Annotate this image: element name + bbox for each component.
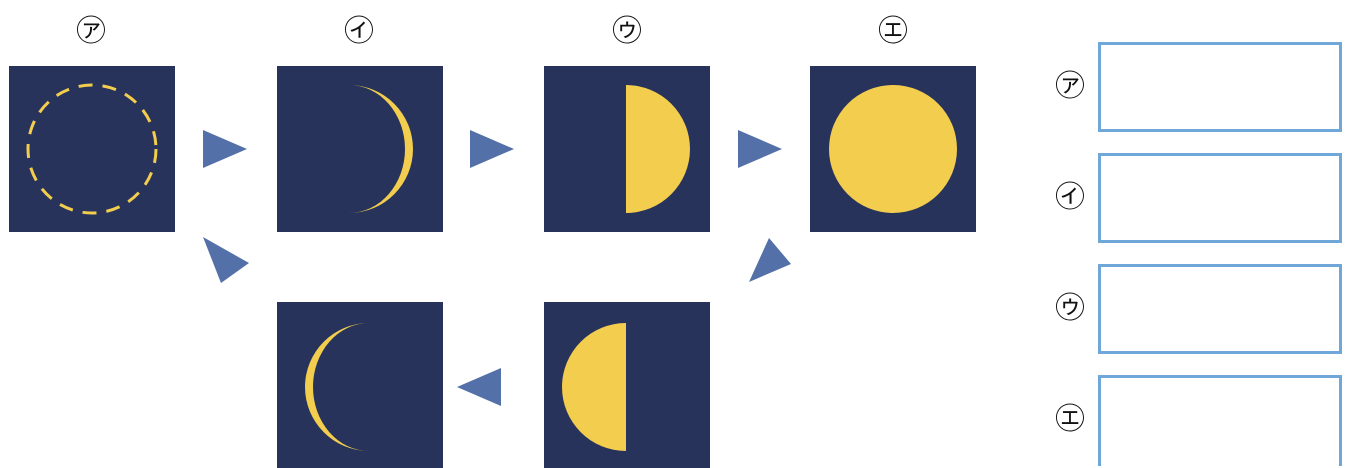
moon-panel-last-quarter [544,302,710,468]
answer-label-u: ㋒ [1055,291,1085,326]
waxing-crescent-icon [349,85,413,213]
full-moon-icon [829,85,957,213]
arrow-right-3 [738,130,782,168]
answer-box-u[interactable] [1098,264,1342,354]
waning-crescent-icon [305,323,369,451]
label-a: ㋐ [76,14,106,49]
last-quarter-icon [562,323,626,451]
first-quarter-icon [626,85,690,213]
answer-label-i: ㋑ [1055,180,1085,215]
answer-box-a[interactable] [1098,42,1342,132]
arrow-right-2 [470,130,514,168]
moon-panel-u-first-quarter [544,66,710,232]
arrow-right-1 [203,130,247,168]
arrow-down-right-to-a [201,237,251,285]
moon-panel-i-crescent [277,66,443,232]
label-i: ㋑ [344,14,374,49]
arrow-left-bottom [457,368,501,406]
moon-panel-e-full-moon [810,66,976,232]
moon-panel-a-new-moon [9,66,175,232]
answer-label-a: ㋐ [1055,69,1085,104]
new-moon-icon [26,83,158,215]
answer-label-e: ㋓ [1055,402,1085,437]
answer-box-i[interactable] [1098,153,1342,243]
arrow-up-right-to-e [745,236,793,284]
moon-panel-waning-crescent [277,302,443,468]
answer-box-e[interactable] [1098,375,1342,466]
label-u: ㋒ [612,14,642,49]
label-e: ㋓ [878,14,908,49]
